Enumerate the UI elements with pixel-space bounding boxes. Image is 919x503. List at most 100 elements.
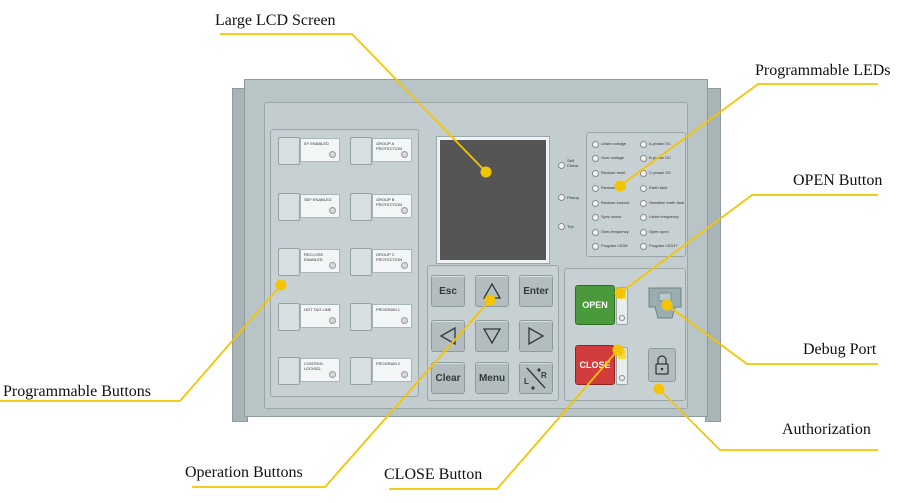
button-led — [401, 151, 408, 158]
button-key[interactable] — [278, 137, 300, 165]
led-label: Reclose lockout — [601, 200, 630, 205]
button-label-card: CONTROL LOCKED — [300, 358, 340, 382]
local-label: L — [524, 377, 529, 386]
programmable-led-right-8 — [640, 243, 647, 250]
programmable-led-right-1 — [640, 141, 647, 148]
button-led — [329, 207, 336, 214]
lr-switch-icon — [526, 367, 546, 390]
button-label-text: SEF ENABLED — [304, 197, 332, 202]
status-led-pickup — [558, 194, 565, 201]
programmable-led-left-6 — [592, 214, 599, 221]
button-key[interactable] — [350, 137, 372, 165]
status-label-trip: Trip — [567, 224, 574, 229]
lock-icon — [655, 355, 669, 375]
enter-key-label: Enter — [523, 285, 549, 297]
callout-authorization: Authorization — [782, 421, 871, 438]
button-label-text: GROUP C PROTECTION — [376, 252, 403, 262]
programmable-led-right-5 — [640, 200, 647, 207]
programmable-led-left-7 — [592, 229, 599, 236]
button-label-text: GROUP A PROTECTION — [376, 141, 403, 151]
button-label-card: GROUP B PROTECTION — [372, 194, 412, 218]
lcd-screen — [437, 137, 549, 263]
menu-key[interactable]: Menu — [475, 362, 509, 394]
led-label: Program LED8 — [601, 243, 628, 248]
led-label: Under-frequency — [649, 214, 679, 219]
up-key[interactable] — [475, 275, 509, 307]
close-button-label: CLOSE — [579, 360, 611, 370]
button-label-card: GROUP A PROTECTION — [372, 138, 412, 162]
esc-key[interactable]: Esc — [431, 275, 465, 307]
led-label: Program LED17 — [649, 243, 678, 248]
led-label: Earth fault — [649, 185, 668, 190]
button-label-text: RECLOSE ENABLED — [304, 252, 324, 262]
button-key[interactable] — [350, 303, 372, 331]
led-label: Sync check — [601, 214, 622, 219]
programmable-led-left-5 — [592, 200, 599, 207]
down-arrow-icon — [482, 328, 502, 345]
status-led-self-check — [558, 162, 565, 169]
callout-close-button: CLOSE Button — [384, 466, 483, 483]
button-led — [401, 371, 408, 378]
button-key[interactable] — [278, 357, 300, 385]
led-label: Over-frequency — [601, 229, 629, 234]
callout-operation-buttons: Operation Buttons — [185, 464, 303, 481]
local-remote-key[interactable]: L R — [519, 362, 553, 394]
button-key[interactable] — [350, 193, 372, 221]
close-indicator — [616, 347, 628, 385]
programmable-led-left-4 — [592, 185, 599, 192]
programmable-button-right-3[interactable]: GROUP C PROTECTION — [350, 248, 412, 276]
programmable-led-left-1 — [592, 141, 599, 148]
button-label-text: GROUP B PROTECTION — [376, 197, 403, 207]
button-label-text: CONTROL LOCKED — [304, 361, 324, 371]
programmable-led-left-8 — [592, 243, 599, 250]
programmable-led-right-3 — [640, 170, 647, 177]
right-arrow-icon — [528, 326, 545, 346]
close-button[interactable]: CLOSE — [575, 345, 615, 385]
button-label-card: PROGRAM 2 — [372, 358, 412, 382]
esc-key-label: Esc — [439, 285, 457, 297]
programmable-button-left-5[interactable]: CONTROL LOCKED — [278, 357, 340, 385]
down-key[interactable] — [475, 320, 509, 352]
programmable-button-right-5[interactable]: PROGRAM 2 — [350, 357, 412, 385]
button-label-card: EF ENABLED — [300, 138, 340, 162]
clear-key[interactable]: Clear — [431, 362, 465, 394]
programmable-button-left-4[interactable]: HOT TAG LINE — [278, 303, 340, 331]
left-arrow-icon — [439, 326, 456, 346]
button-label-text: EF ENABLED — [304, 141, 329, 146]
status-led-trip — [558, 223, 565, 230]
led-label: Over-voltage — [601, 155, 624, 160]
programmable-led-right-2 — [640, 155, 647, 162]
callout-debug-port: Debug Port — [803, 341, 877, 358]
button-led — [401, 262, 408, 269]
button-key[interactable] — [278, 193, 300, 221]
programmable-button-left-1[interactable]: EF ENABLED — [278, 137, 340, 165]
menu-key-label: Menu — [478, 372, 506, 384]
callout-programmable-buttons: Programmable Buttons — [3, 383, 151, 400]
button-led — [401, 317, 408, 324]
button-label-text: PROGRAM 2 — [376, 361, 401, 366]
button-key[interactable] — [278, 303, 300, 331]
led-label: Reclose cycle — [601, 185, 626, 190]
led-label: Reclose reset — [601, 170, 626, 175]
enter-key[interactable]: Enter — [519, 275, 553, 307]
button-key[interactable] — [278, 248, 300, 276]
open-button[interactable]: OPEN — [575, 285, 615, 325]
button-led — [329, 371, 336, 378]
programmable-button-right-2[interactable]: GROUP B PROTECTION — [350, 193, 412, 221]
led-label: Sensitive earth fault — [649, 200, 685, 205]
status-label-self-check: Self Check — [567, 158, 579, 168]
programmable-button-left-2[interactable]: SEF ENABLED — [278, 193, 340, 221]
led-label: Open open — [649, 229, 669, 234]
programmable-button-right-1[interactable]: GROUP A PROTECTION — [350, 137, 412, 165]
authorization-key[interactable] — [648, 348, 676, 382]
clear-key-label: Clear — [435, 372, 461, 384]
callout-programmable-leds: Programmable LEDs — [755, 62, 891, 79]
programmable-button-right-4[interactable]: PROGRAM 1 — [350, 303, 412, 331]
button-key[interactable] — [350, 357, 372, 385]
programmable-button-left-3[interactable]: RECLOSE ENABLED — [278, 248, 340, 276]
button-label-card: PROGRAM 1 — [372, 304, 412, 328]
button-label-text: HOT TAG LINE — [304, 307, 332, 312]
button-key[interactable] — [350, 248, 372, 276]
right-key[interactable] — [519, 320, 553, 352]
